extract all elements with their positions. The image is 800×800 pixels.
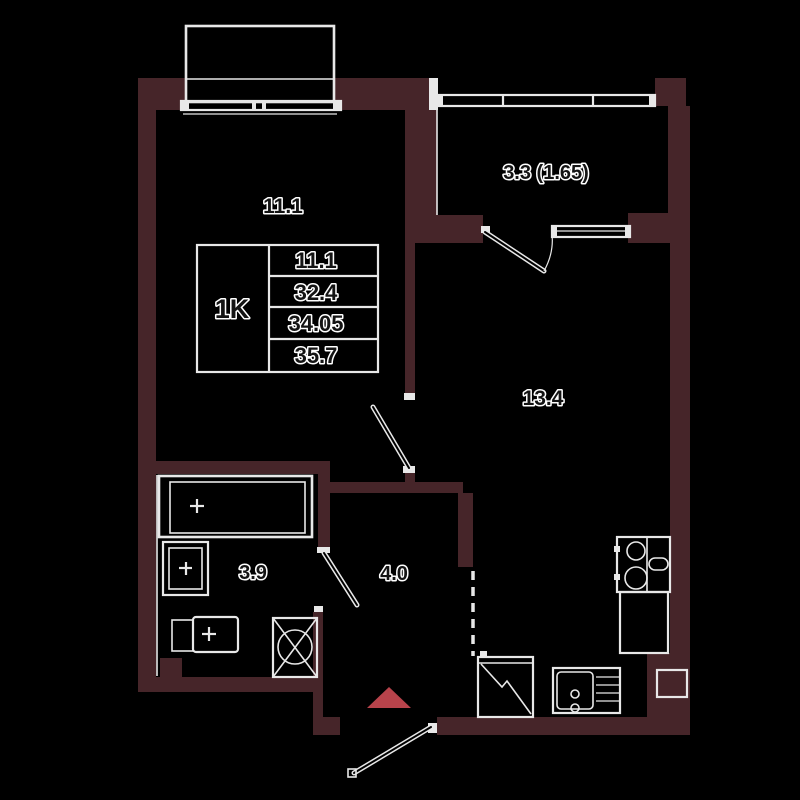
room-label-kitchen-living: 13.4 (523, 387, 564, 410)
stove (614, 535, 672, 594)
drawer-lines (596, 676, 620, 702)
bathtub (157, 474, 314, 539)
table-value: 34.05 (288, 311, 343, 336)
entrance-door (347, 723, 437, 778)
shower-zigzag (480, 663, 532, 715)
wall-top-right-pier (655, 78, 686, 106)
bathtub-drain-mark (190, 499, 204, 513)
glazing-outline (435, 93, 657, 108)
wall-bathroom-bottom-stub (160, 658, 182, 677)
balcony-wall-separator (429, 78, 438, 110)
room-edge-lines (156, 106, 438, 676)
room-label-hall: 4.0 (380, 563, 408, 585)
kitchen-counter (618, 590, 670, 655)
room-label-bathroom: 3.9 (239, 562, 267, 584)
sink (161, 540, 210, 597)
area-table: 1K 11.1 32.4 34.05 35.7 (195, 243, 380, 374)
doors (314, 226, 553, 778)
burner (626, 541, 646, 561)
balcony-outline (184, 24, 336, 104)
vent-niche (655, 668, 689, 699)
wall-hall-top (322, 482, 463, 493)
table-value: 11.1 (295, 248, 337, 273)
bathroom-door (314, 547, 360, 612)
entrance-arrow-icon (367, 687, 411, 708)
wall-top-mid (335, 78, 430, 110)
burner (624, 566, 648, 590)
table-border (195, 243, 380, 374)
balcony-door (481, 226, 553, 274)
toilet-drain-mark (202, 627, 216, 641)
bathroom-fixtures (157, 474, 319, 679)
wall-inner-protrusion (405, 215, 483, 243)
sink-faucet (570, 703, 580, 713)
washing-machine (271, 616, 319, 679)
kitchen-window (550, 224, 632, 239)
room-labels: 11.1 3.3 (1.65) 13.4 3.9 4.0 (238, 161, 591, 587)
wall-bathroom-right-upper (318, 461, 330, 547)
wall-bottom-right (437, 717, 690, 735)
door-jamb (404, 393, 415, 400)
wall-hall-right (458, 493, 473, 567)
wall-inner-vertical-thin (405, 243, 415, 393)
table-value: 35.7 (295, 343, 338, 368)
wall-bathroom-top (148, 461, 330, 474)
door-hinge (481, 226, 490, 233)
wall-right (670, 243, 690, 735)
unit-type-label: 1K (215, 294, 250, 324)
door-swing-arc (543, 233, 553, 272)
balcony-top-left-structure (179, 24, 343, 112)
wall-left (138, 78, 156, 692)
kitchen-fixtures (476, 535, 689, 719)
wall-top-left (138, 78, 185, 110)
toilet (171, 615, 240, 654)
door-jamb (314, 606, 323, 612)
balcony-glazing-band (429, 78, 657, 110)
wall-door-stub-living (405, 473, 415, 483)
living-room-window (179, 99, 343, 112)
stove-handle (648, 557, 669, 571)
table-value: 32.4 (295, 280, 339, 305)
room-label-living: 11.1 (263, 195, 303, 218)
shower-tray (476, 651, 535, 719)
sink-drain (570, 689, 580, 699)
wall-entrance-left (323, 717, 340, 735)
wall-kitchen-duct (647, 653, 670, 717)
wall-bathroom-bottom (138, 677, 323, 692)
room-label-balcony: 3.3 (1.65) (503, 162, 589, 184)
stove-knob (614, 546, 620, 552)
wall-inner-vertical-thick (405, 110, 437, 216)
wall-balcony-right (668, 106, 690, 216)
door-leaf-end (347, 768, 357, 778)
wall-balcony-bottom-right (628, 213, 690, 243)
sink-drain-mark (179, 562, 192, 575)
stove-knob (614, 574, 620, 580)
living-room-door (370, 393, 415, 473)
walls (138, 78, 690, 735)
door-jamb (317, 547, 330, 553)
shower-hinge (480, 651, 487, 657)
kitchen-sink (551, 666, 622, 715)
